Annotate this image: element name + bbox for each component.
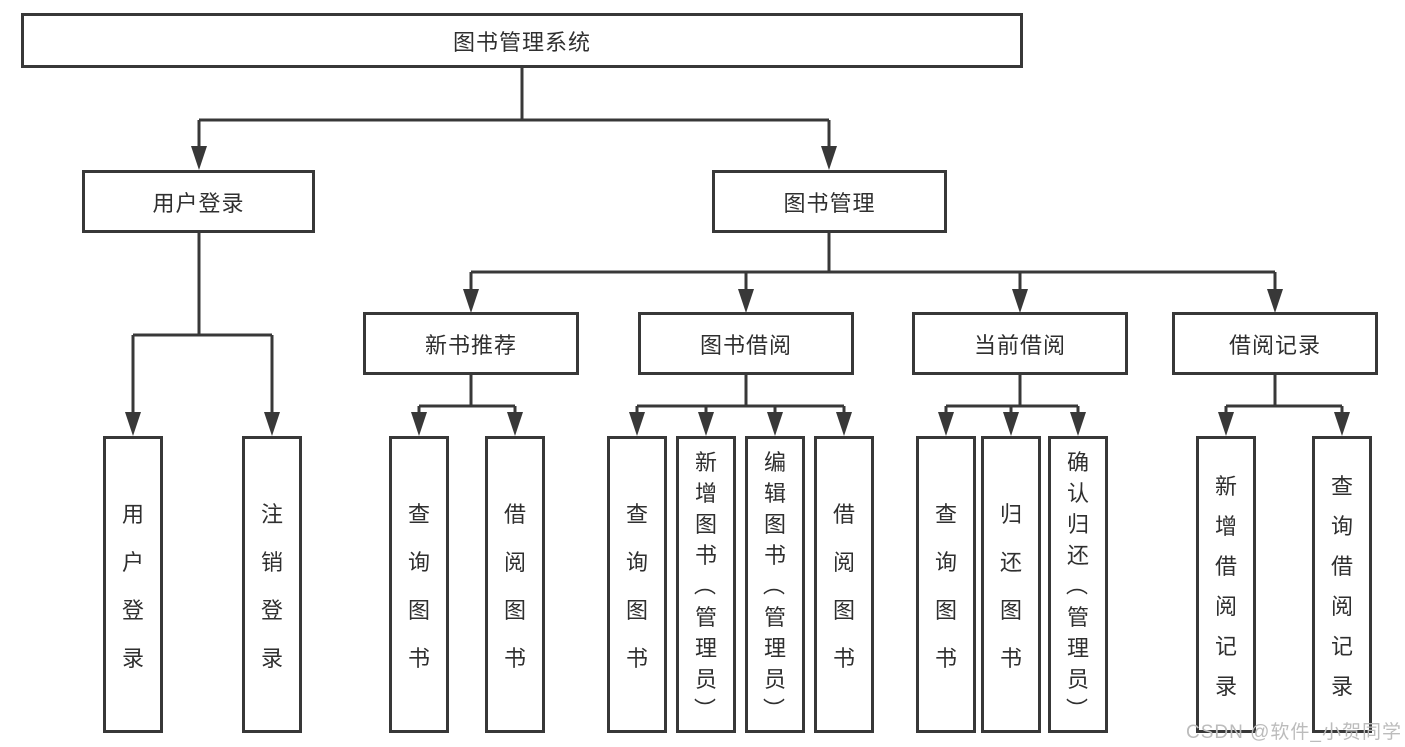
connector-newbooks-to-leaves — [411, 375, 523, 436]
node-book-borrowing: 图书借阅 — [638, 312, 854, 375]
connector-bookmgmt-to-level3 — [463, 233, 1283, 313]
leaf-confirm-return-admin: 确认归还（管理员） — [1048, 436, 1108, 733]
leaf-logout: 注销登录 — [242, 436, 302, 733]
connector-current-to-leaves — [938, 375, 1086, 436]
node-user-login: 用户登录 — [82, 170, 315, 233]
leaf-return-books: 归还图书 — [981, 436, 1041, 733]
leaf-edit-books-admin: 编辑图书（管理员） — [745, 436, 805, 733]
connector-userlogin-to-leaves — [125, 233, 280, 436]
leaf-query-books-2: 查询图书 — [607, 436, 667, 733]
leaf-query-borrow-record: 查询借阅记录 — [1312, 436, 1372, 733]
node-root-system: 图书管理系统 — [21, 13, 1023, 68]
connector-records-to-leaves — [1218, 375, 1350, 436]
leaf-user-login: 用户登录 — [103, 436, 163, 733]
node-current-borrowing: 当前借阅 — [912, 312, 1128, 375]
connector-root-to-level2 — [191, 66, 837, 170]
node-borrowing-records: 借阅记录 — [1172, 312, 1378, 375]
node-book-management: 图书管理 — [712, 170, 947, 233]
leaf-borrow-books-1: 借阅图书 — [485, 436, 545, 733]
connector-borrowing-to-leaves — [629, 375, 852, 436]
node-new-book-recommend: 新书推荐 — [363, 312, 579, 375]
csdn-watermark: CSDN @软件_小贺同学 — [1186, 722, 1402, 743]
leaf-query-books-3: 查询图书 — [916, 436, 976, 733]
leaf-add-borrow-record: 新增借阅记录 — [1196, 436, 1256, 733]
leaf-query-books-1: 查询图书 — [389, 436, 449, 733]
leaf-add-books-admin: 新增图书（管理员） — [676, 436, 736, 733]
leaf-borrow-books-2: 借阅图书 — [814, 436, 874, 733]
